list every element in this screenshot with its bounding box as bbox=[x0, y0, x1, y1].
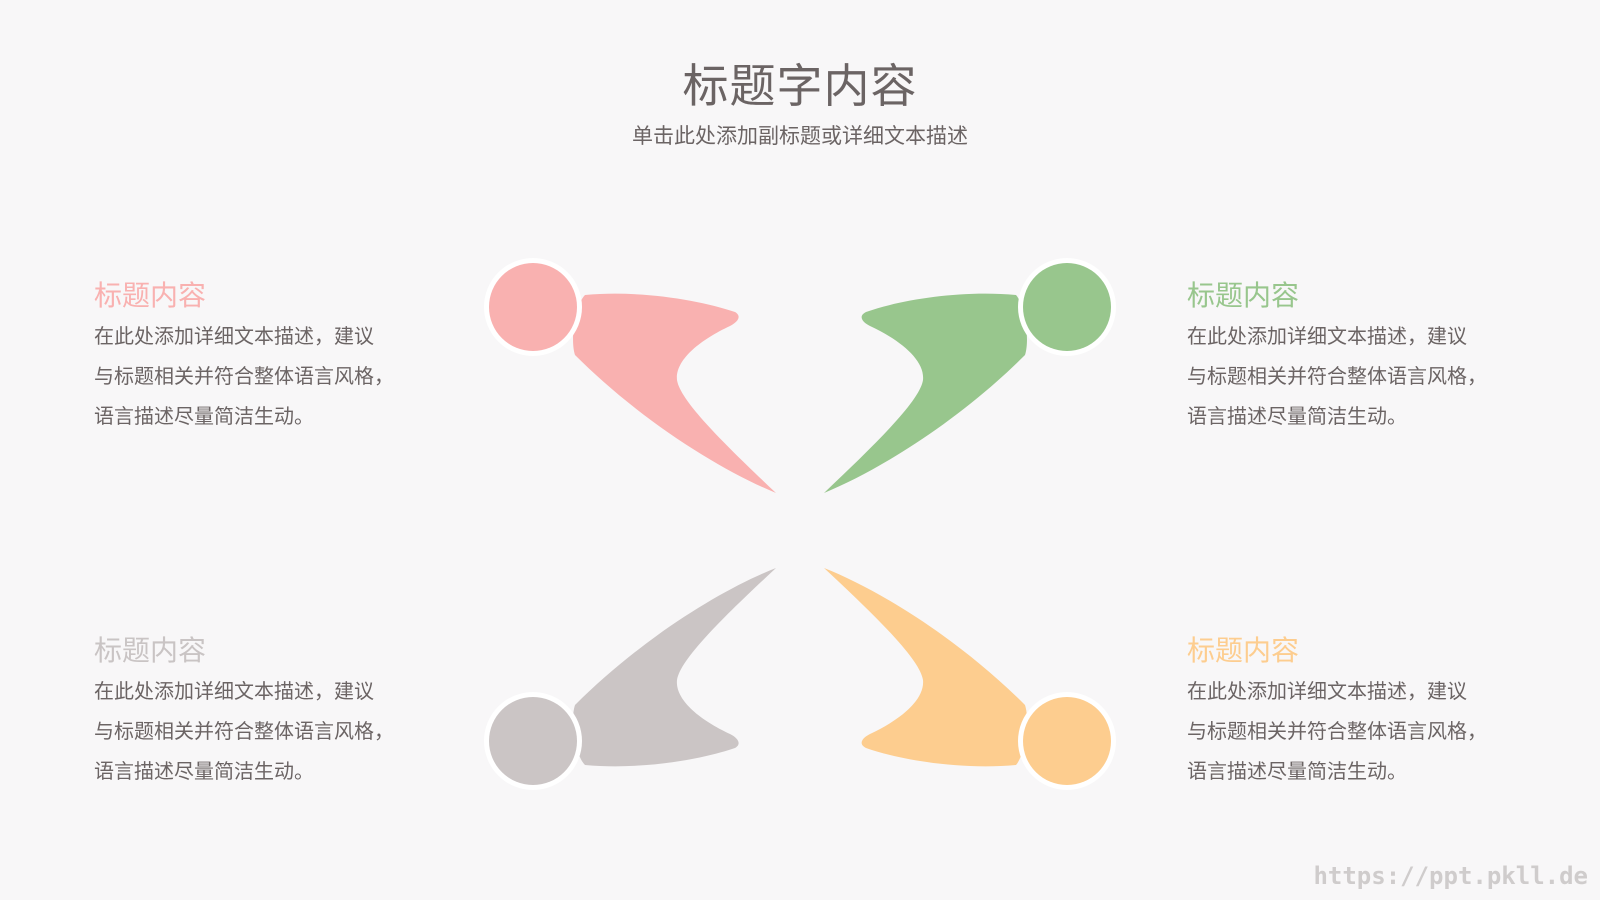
figure-top-left bbox=[484, 258, 776, 493]
page-title: 标题字内容 bbox=[682, 59, 918, 113]
text-block-top-right: 标题内容 在此处添加详细文本描述，建议 与标题相关并符合整体语言风格， 语言描述… bbox=[1187, 278, 1527, 436]
swoosh-green bbox=[824, 293, 1027, 493]
block-line: 与标题相关并符合整体语言风格， bbox=[94, 364, 394, 388]
head-gray bbox=[489, 697, 577, 785]
block-line: 与标题相关并符合整体语言风格， bbox=[1187, 364, 1487, 388]
swoosh-pink bbox=[573, 293, 776, 493]
swoosh-orange bbox=[824, 568, 1027, 767]
figure-top-right bbox=[824, 258, 1116, 493]
block-line: 在此处添加详细文本描述，建议 bbox=[1187, 679, 1467, 703]
text-block-bottom-right: 标题内容 在此处添加详细文本描述，建议 与标题相关并符合整体语言风格， 语言描述… bbox=[1187, 633, 1527, 791]
page-subtitle: 单击此处添加副标题或详细文本描述 bbox=[632, 124, 968, 148]
block-line: 在此处添加详细文本描述，建议 bbox=[1187, 324, 1467, 348]
block-line: 语言描述尽量简洁生动。 bbox=[1187, 404, 1407, 428]
block-line: 与标题相关并符合整体语言风格， bbox=[94, 719, 394, 743]
block-line: 语言描述尽量简洁生动。 bbox=[94, 404, 314, 428]
text-block-bottom-left: 标题内容 在此处添加详细文本描述，建议 与标题相关并符合整体语言风格， 语言描述… bbox=[94, 633, 434, 791]
head-orange bbox=[1023, 697, 1111, 785]
block-title: 标题内容 bbox=[94, 634, 207, 667]
block-title: 标题内容 bbox=[1187, 634, 1300, 667]
text-block-top-left: 标题内容 在此处添加详细文本描述，建议 与标题相关并符合整体语言风格， 语言描述… bbox=[94, 278, 434, 436]
block-line: 语言描述尽量简洁生动。 bbox=[1187, 759, 1407, 783]
figure-bottom-right bbox=[824, 568, 1116, 790]
block-title: 标题内容 bbox=[94, 279, 207, 312]
head-pink-fill bbox=[489, 263, 577, 351]
swoosh-gray bbox=[573, 568, 776, 767]
block-line: 与标题相关并符合整体语言风格， bbox=[1187, 719, 1487, 743]
head-green bbox=[1023, 263, 1111, 351]
figure-bottom-left bbox=[484, 568, 776, 790]
watermark: https://ppt.pkll.de bbox=[1313, 862, 1588, 890]
block-title: 标题内容 bbox=[1187, 279, 1300, 312]
block-line: 在此处添加详细文本描述，建议 bbox=[94, 324, 374, 348]
block-line: 在此处添加详细文本描述，建议 bbox=[94, 679, 374, 703]
block-line: 语言描述尽量简洁生动。 bbox=[94, 759, 314, 783]
